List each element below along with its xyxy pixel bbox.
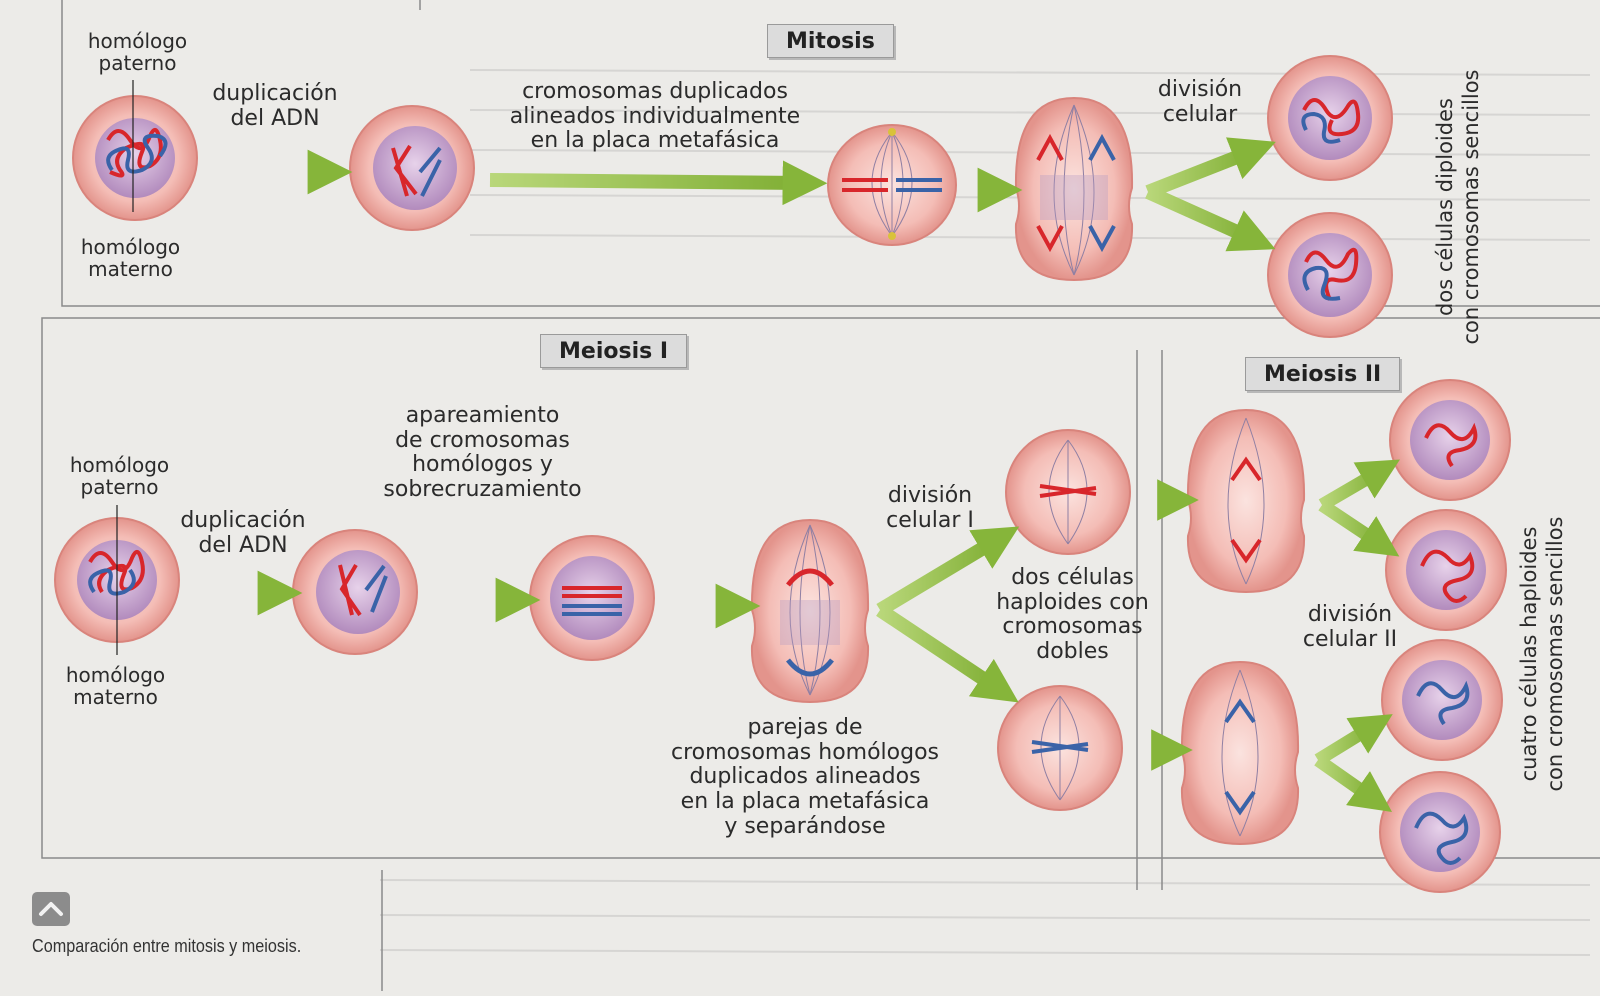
mitosis-daughter-cell-2: [1267, 212, 1393, 338]
meiosis-ii-division-line-2: celular II: [1302, 626, 1398, 652]
arrow-m5: [1145, 185, 1276, 252]
meiosis-duplication-label: duplicación del ADN: [168, 508, 318, 558]
figure-caption: Comparación entre mitosis y meiosis.: [32, 936, 302, 956]
meiosis-ii-title: Meiosis II: [1245, 357, 1401, 391]
meiosis-pairing-line-2: de cromosomas: [395, 427, 570, 453]
meiosis-i-division-line-1: división: [887, 483, 973, 508]
meiosis-pairing-line-1: apareamiento: [405, 403, 560, 428]
meiosis-anaphase-i-cell: [750, 518, 870, 704]
meiosis-ii-division-line-1: división: [1307, 602, 1393, 627]
arrow-m4: [1145, 137, 1276, 199]
meiosis-maternal-label: homólogo materno: [58, 664, 173, 709]
mitosis-aligned-label: cromosomas duplicados alineados individu…: [490, 79, 820, 154]
mitosis-panel: [61, 0, 1600, 307]
meiosis-i-arrows: [190, 526, 1020, 703]
meiosis-pairing-label: apareamiento de cromosomas homólogos y s…: [375, 403, 590, 503]
meiosis-pairs-line-4: en la placa metafásica: [680, 788, 930, 814]
mitosis-duplication-line-2: del ADN: [230, 105, 320, 131]
meiosis-pairs-line-1: parejas de: [747, 715, 863, 740]
mitosis-division-line-2: celular: [1162, 101, 1238, 127]
meiosis-i-result-label: dos células haploides con cromosomas dob…: [985, 565, 1160, 665]
meiosis-paternal-line-2: paterno: [80, 475, 159, 500]
mitosis-result-line-2: con cromosomas sencillos: [1459, 69, 1484, 345]
mitosis-duplication-line-1: duplicación: [212, 81, 338, 106]
meiosis-i-daughter-cell-2: [997, 685, 1123, 811]
chevron-up-icon[interactable]: [32, 892, 70, 926]
meiosis-i-result-line-4: dobles: [1036, 638, 1109, 664]
mitosis-result-label: dos células diploides con cromosomas sen…: [1432, 57, 1492, 357]
meiosis-i-division-label: división celular I: [875, 483, 985, 533]
meiosis-pairing-line-3: homólogos y: [412, 452, 553, 478]
mitosis-paternal-label: homólogo paterno: [80, 30, 195, 75]
meiosis-parent-cell: [54, 505, 180, 655]
meiosis-pairing-line-4: sobrecruzamiento: [383, 476, 582, 502]
meiosis-ii-result-label: cuatro células haploides con cromosomas …: [1516, 504, 1574, 804]
meiosis-i-daughter-cell-1: [1005, 429, 1131, 555]
mitosis-maternal-label: homólogo materno: [73, 236, 188, 281]
meiosis-i-title: Meiosis I: [540, 334, 688, 368]
mitosis-anaphase-cell: [1014, 96, 1134, 282]
meiosis-ii-cell-top: [1186, 408, 1306, 594]
meiosis-pairs-label: parejas de cromosomas homólogos duplicad…: [660, 715, 950, 839]
mitosis-division-label: división celular: [1145, 77, 1255, 127]
mitosis-paternal-line-2: paterno: [98, 51, 177, 76]
mitosis-duplicated-cell: [349, 105, 475, 231]
mitosis-division-line-1: división: [1157, 77, 1243, 102]
meiosis-pairs-line-2: cromosomas homólogos: [670, 739, 940, 765]
meiosis-maternal-line-1: homólogo: [65, 663, 166, 687]
meiosis-ii-result-line-1: cuatro células haploides: [1517, 526, 1541, 782]
meiosis-duplication-line-1: duplicación: [180, 508, 306, 533]
meiosis-pairs-line-3: duplicados alineados: [689, 764, 921, 790]
mitosis-metaphase-cell: [827, 124, 957, 246]
mitosis-aligned-line-1: cromosomas duplicados: [522, 79, 788, 104]
mitosis-paternal-line-1: homólogo: [87, 29, 188, 53]
mitosis-result-line-1: dos células diploides: [1433, 98, 1457, 316]
meiosis-ii-arrows: [1140, 459, 1400, 812]
arrow-m2: [489, 160, 828, 206]
haploid-cell-2: [1385, 509, 1507, 631]
meiosis-paternal-label: homólogo paterno: [62, 454, 177, 499]
meiosis-ii-division-label: división celular II: [1285, 602, 1415, 652]
meiosis-i-result-line-3: cromosomas: [1002, 614, 1143, 640]
meiosis-i-result-line-2: haploides con: [996, 589, 1149, 615]
meiosis-i-division-line-2: celular I: [886, 507, 974, 533]
meiosis-paternal-line-1: homólogo: [69, 453, 170, 477]
meiosis-maternal-line-2: materno: [73, 685, 158, 710]
mitosis-aligned-line-3: en la placa metafásica: [530, 128, 780, 154]
meiosis-i-result-line-1: dos células: [1011, 565, 1134, 590]
meiosis-pairing-cell: [529, 535, 655, 661]
panel-frames: [41, 0, 1600, 991]
haploid-cell-1: [1389, 379, 1511, 501]
mitosis-daughter-cell-1: [1267, 55, 1393, 181]
mitosis-title: Mitosis: [767, 24, 894, 58]
haploid-cell-3: [1381, 639, 1503, 761]
haploid-cell-4: [1379, 771, 1501, 893]
mitosis-parent-cell: [72, 80, 198, 221]
meiosis-panel: [41, 317, 1600, 859]
mitosis-arrows: [210, 137, 1276, 252]
meiosis-duplication-line-2: del ADN: [198, 532, 288, 558]
mitosis-maternal-line-1: homólogo: [80, 235, 181, 259]
meiosis-duplicated-cell: [292, 529, 418, 655]
mitosis-duplication-label: duplicación del ADN: [200, 81, 350, 131]
mitosis-maternal-line-2: materno: [88, 257, 173, 282]
meiosis-ii-result-line-2: con cromosomas sencillos: [1543, 516, 1568, 792]
meiosis-pairs-line-5: y separándose: [724, 813, 886, 839]
mitosis-aligned-line-2: alineados individualmente: [509, 103, 801, 129]
meiosis-ii-cell-bottom: [1180, 660, 1300, 846]
